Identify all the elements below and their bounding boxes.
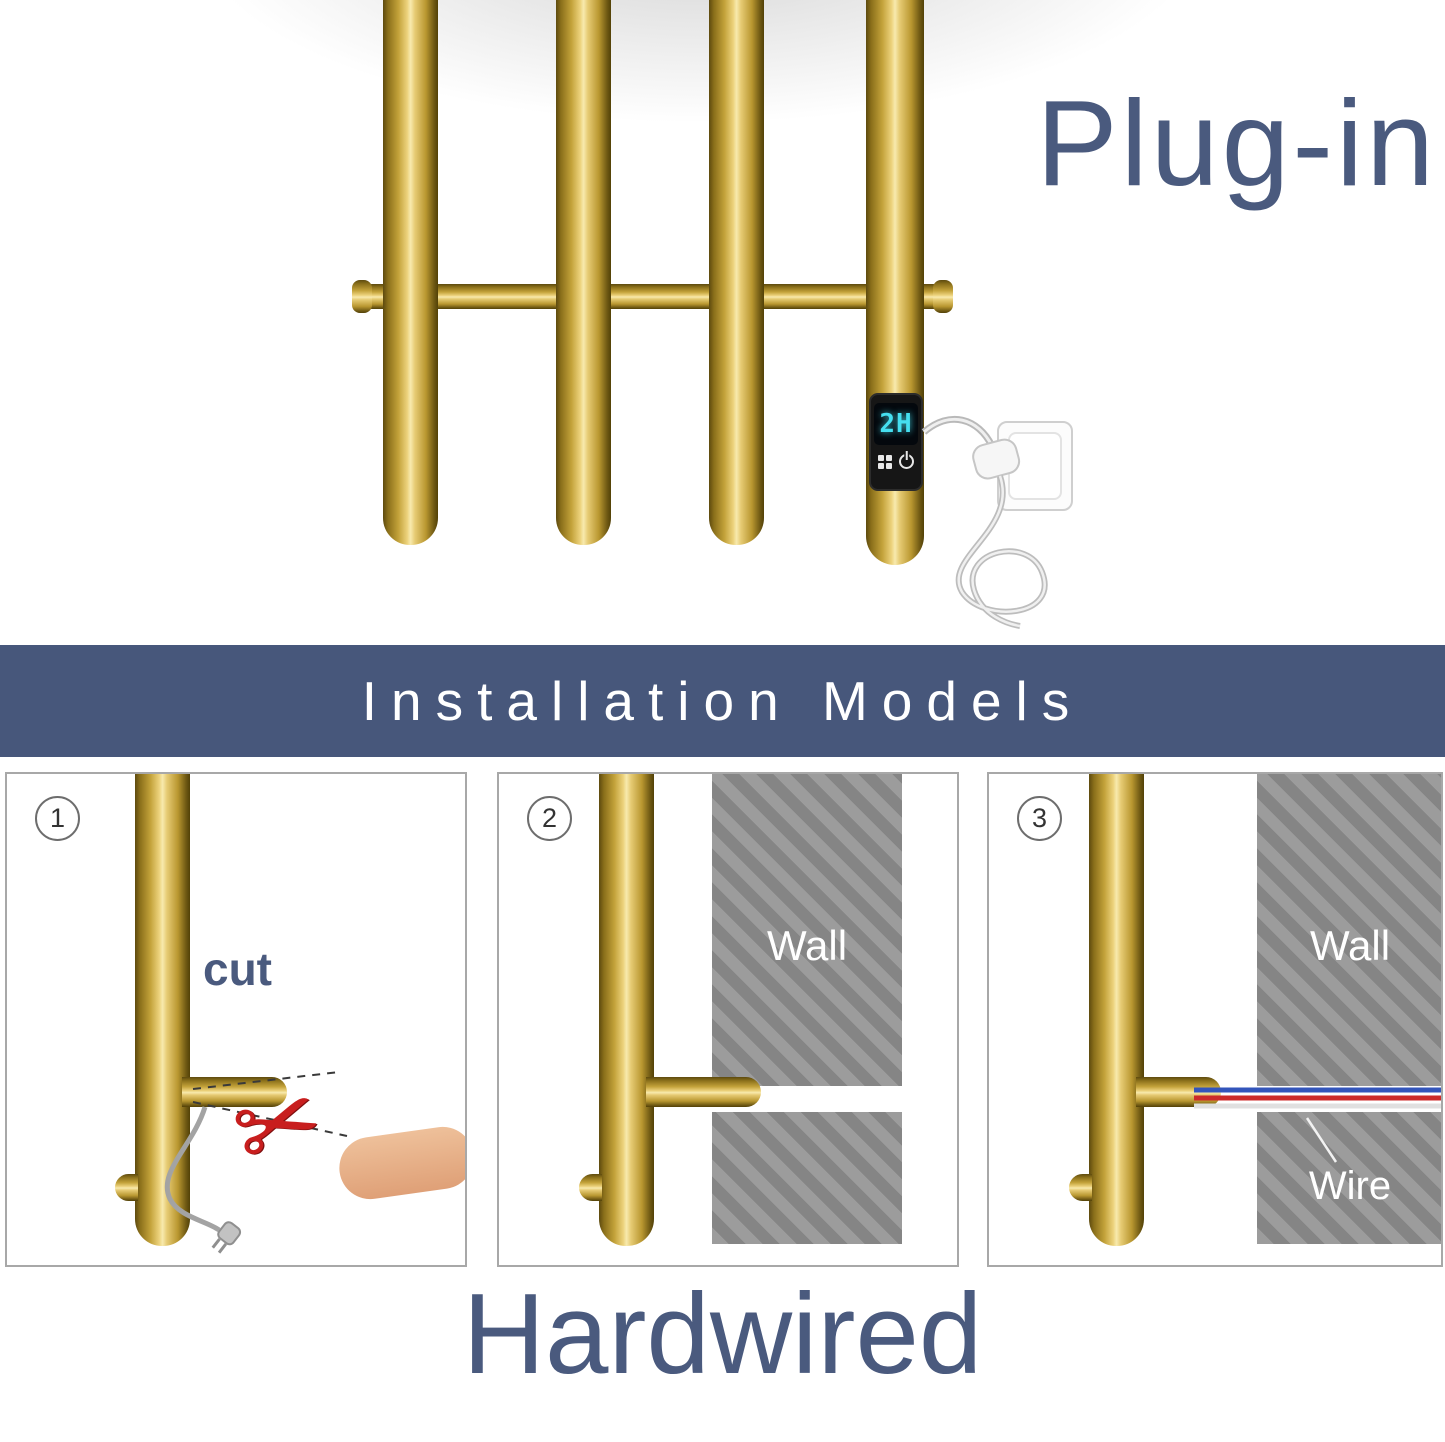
wire-label: Wire [1308,1164,1392,1208]
mount-knob [1069,1174,1092,1201]
wires-drawing [1194,1087,1441,1163]
power-icon [899,454,914,469]
crossbar-right-cap [933,280,953,313]
install-panel-wire: 3 Wall Wire [987,772,1443,1267]
towel-bar-2 [556,0,611,545]
install-panel-cut: 1 cut ✂ [5,772,467,1267]
step-number: 1 [49,803,66,833]
plug-icon [211,1221,242,1254]
cut-detail-drawing [164,1071,348,1254]
wall-label: Wall [766,922,848,969]
towel-bar [1089,774,1144,1246]
ceiling-shadow [150,0,1250,140]
plug-icon [972,438,1021,480]
banner: Installation Models [0,645,1445,757]
mount-arm [182,1077,287,1107]
mount-arm [646,1077,761,1107]
step-number: 3 [1031,803,1048,833]
timer-value: 2H [879,409,913,439]
banner-title: Installation Models [361,670,1084,732]
step-number-badge: 1 [35,796,80,841]
keypad-icon [878,454,892,469]
hardwired-title: Hardwired [462,1271,983,1398]
step-number-badge: 2 [527,796,572,841]
control-buttons [874,454,918,469]
wall-block-upper [712,774,902,1086]
step-number: 2 [541,803,558,833]
control-panel: 2H [869,393,923,491]
step-number-badge: 3 [1017,796,1062,841]
crossbar-left-cap [352,280,372,313]
power-cord-and-outlet [921,415,1073,629]
wall-label: Wall [1309,922,1391,969]
cut-label: cut [203,943,272,995]
towel-bar-1 [383,0,438,545]
towel-bar [135,774,190,1246]
install-panel-wall: 2 Wall [497,772,959,1267]
wall-block-lower [1257,1112,1441,1244]
timer-display: 2H [874,403,918,445]
mount-knob [115,1174,138,1201]
towel-rack-crossbar [360,284,945,309]
plug-in-title: Plug-in [1036,75,1437,211]
towel-bar-3 [709,0,764,545]
wall-block-lower [712,1112,902,1244]
towel-bar [599,774,654,1246]
mount-knob [579,1174,602,1201]
wall-block-upper [1257,774,1441,1086]
wire-pointer-line [1305,1117,1338,1163]
